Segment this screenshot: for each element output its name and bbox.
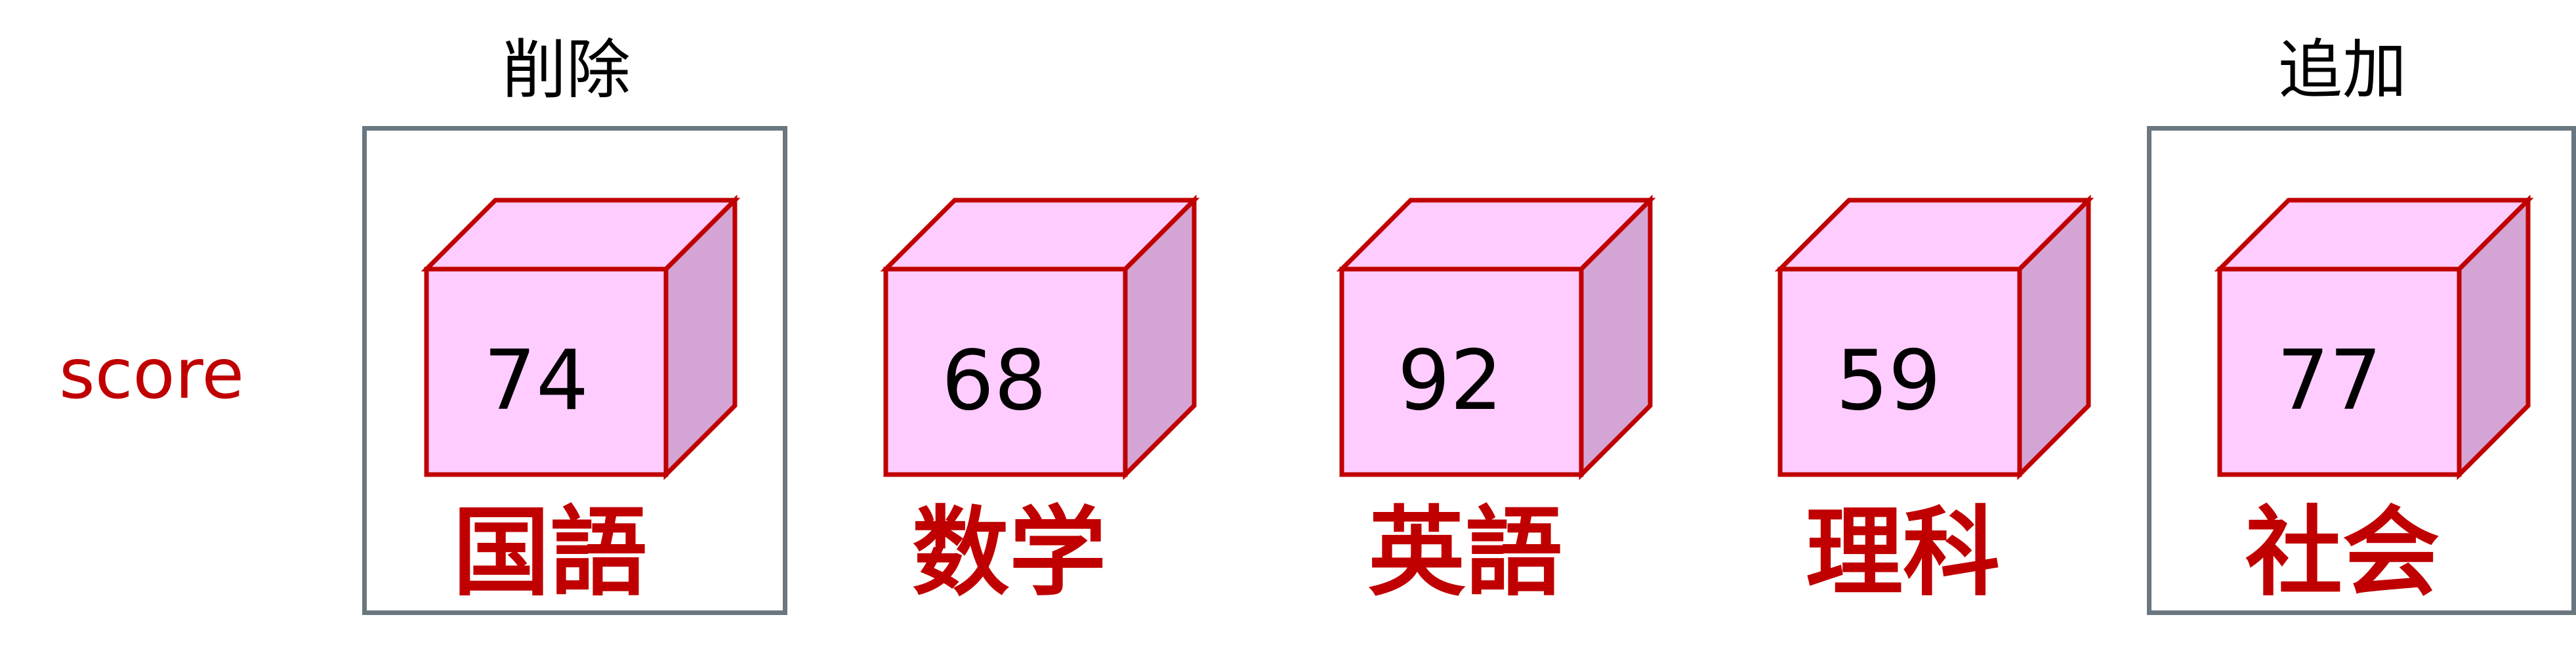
value-text: 59 (1835, 332, 1942, 429)
value-text: 92 (1397, 332, 1503, 429)
key-label: 英語 (1368, 496, 1562, 609)
value-box (1774, 194, 2094, 480)
add-label: 追加 (2277, 33, 2407, 108)
box-front-face (424, 266, 669, 477)
value-box (421, 194, 741, 480)
variable-name-label: score (59, 334, 245, 414)
value-box (1336, 194, 1656, 480)
delete-highlight-frame (362, 126, 787, 615)
value-box (2214, 194, 2534, 480)
value-text: 74 (483, 332, 589, 429)
add-highlight-frame (2147, 126, 2576, 615)
value-text: 77 (2276, 332, 2382, 429)
key-label: 数学 (912, 496, 1106, 609)
box-front-face (883, 266, 1128, 477)
key-label: 理科 (1806, 496, 2000, 609)
value-text: 68 (941, 332, 1047, 429)
box-front-face (1339, 266, 1584, 477)
value-box (880, 194, 1200, 480)
key-label: 社会 (2245, 496, 2440, 609)
key-label: 国語 (453, 496, 647, 609)
delete-label: 削除 (501, 33, 631, 108)
box-front-face (2217, 266, 2462, 477)
box-front-face (1777, 266, 2022, 477)
